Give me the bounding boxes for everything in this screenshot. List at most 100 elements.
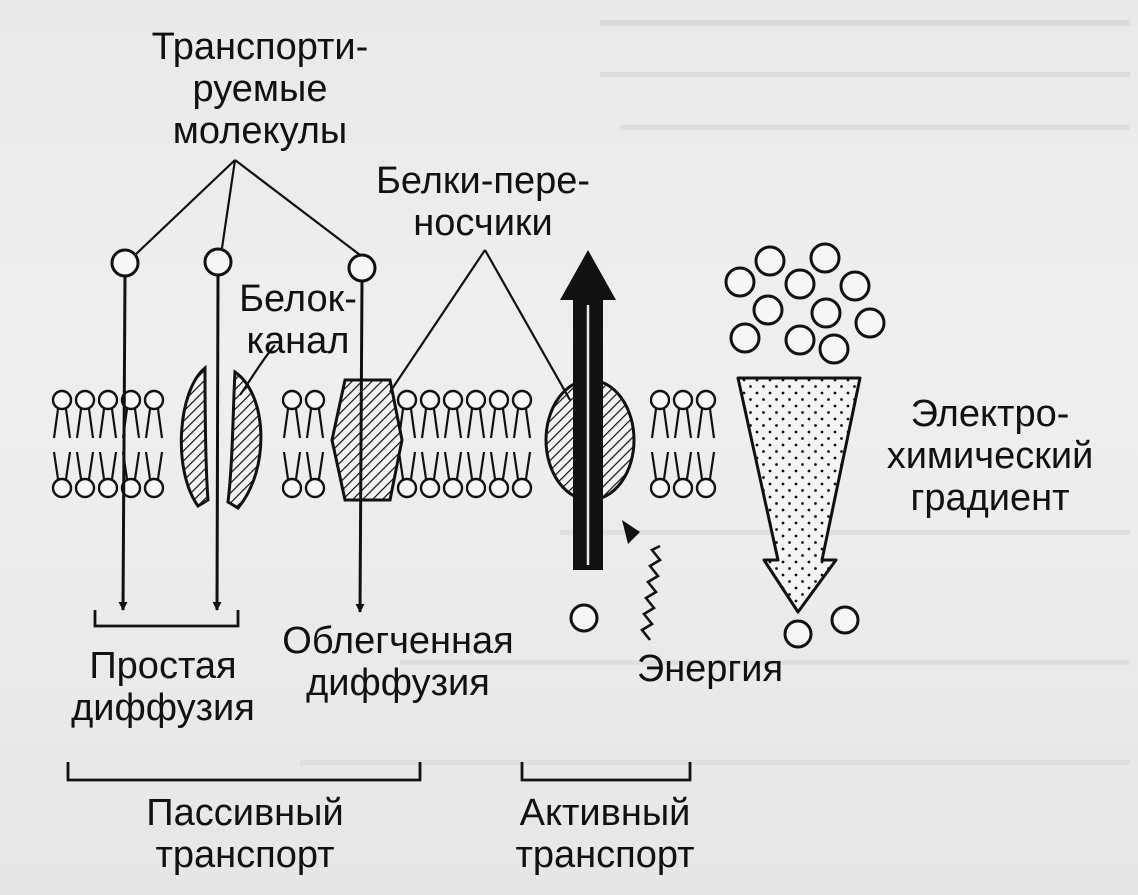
lipid-tail-top [420,408,440,439]
lipid-head-top [51,389,73,411]
lipid-tail-bottom [696,451,716,480]
lipid-tail-top [443,408,463,439]
lipid-tail-top [489,408,509,439]
lipid-tail-top [650,408,670,439]
passive-transport-bracket [66,762,422,782]
lipid-tail-top [144,408,164,439]
lipid-head-bottom [396,477,418,499]
energy-label: Энергия [625,648,795,690]
simple-diffusion-label: Простая диффузия [58,645,268,729]
lipid-tail-top [696,408,716,439]
lipid-tail-bottom [443,451,463,480]
energy-arrow-head [622,520,640,544]
carriers-line-1: Белки-пере- [375,160,591,202]
lipid-head-top [419,389,441,411]
molecule-simple-1 [110,248,140,278]
active-line-1: Активный [519,792,691,834]
gradient-molecule-cluster [724,242,886,365]
lipid-tail-bottom [512,451,532,480]
lipid-head-top [488,389,510,411]
molecule-simple-2 [203,247,233,277]
lipid-head-bottom [74,477,96,499]
carrier-leader-lines [389,249,571,401]
lipid-head-bottom [465,477,487,499]
lipid-head-bottom [281,477,303,499]
lipid-tail-top [673,408,693,439]
simple-line-2: диффузия [71,687,255,729]
carrier-protein-facilitated [330,378,404,502]
lipid-head-top [396,389,418,411]
gradient-molecule-out-1 [783,619,813,649]
active-transport-label: Активный транспорт [500,792,710,876]
active-transport-bracket [520,762,692,782]
molecule-active [569,603,599,633]
brackets [66,610,692,782]
lipid-head-bottom [97,477,119,499]
simple-diffusion-arrow-2 [212,274,222,611]
lipid-tail-bottom [397,451,417,480]
lipid-head-top [672,389,694,411]
lipid-tail-top [75,408,95,439]
lipid-tail-top [512,408,532,439]
lipid-tail-top [98,408,118,439]
lipid-tail-top [466,408,486,439]
carriers-line-2: носчики [413,202,553,244]
facilitated-diffusion-arrow [355,280,365,613]
lipid-head-bottom [695,477,717,499]
lipid-head-bottom [672,477,694,499]
lipid-tail-bottom [673,451,693,480]
gradient-line-3: градиент [910,477,1070,519]
passive-line-2: транспорт [155,834,335,876]
lipid-head-bottom [649,477,671,499]
lipid-tail-top [282,408,302,439]
bleed-through-texture [300,20,1130,765]
lipid-bilayer [51,389,717,499]
lipid-head-bottom [143,477,165,499]
lipid-head-bottom [419,477,441,499]
channel-line-1: Белок- [239,278,357,320]
diffusion-arrows [118,274,365,613]
carrier-proteins-label: Белки-пере- носчики [368,160,598,244]
lipid-tail-bottom [75,451,95,480]
transported-molecules-label: Транспорти- руемые молекулы [150,26,370,152]
channel-protein-label: Белок- канал [228,278,368,362]
lipid-tail-bottom [420,451,440,480]
gradient-molecule-out-2 [830,605,860,635]
lipid-head-bottom [120,477,142,499]
lipid-head-bottom [488,477,510,499]
simple-diffusion-bracket [93,610,240,628]
transported-line-1: Транспорти- [151,26,369,68]
lipid-head-top [97,389,119,411]
lipid-head-top [74,389,96,411]
transported-line-3: молекулы [172,110,348,152]
passive-transport-label: Пассивный транспорт [125,792,365,876]
channel-line-2: канал [246,320,350,362]
lipid-head-top [442,389,464,411]
lipid-head-top [120,389,142,411]
gradient-line-1: Электро- [910,393,1070,435]
lipid-tail-bottom [282,451,302,480]
lipid-tail-top [52,408,72,439]
lipid-head-bottom [442,477,464,499]
energy-squiggle-arrow [640,544,662,641]
facilitated-line-2: диффузия [306,662,490,704]
molecule-leader-lines [134,159,361,256]
lipid-head-top [695,389,717,411]
lipid-head-bottom [51,477,73,499]
lipid-head-bottom [511,477,533,499]
lipid-head-top [304,389,326,411]
channel-leader-line [239,344,276,396]
lipid-tail-bottom [650,451,670,480]
lipid-tail-bottom [489,451,509,480]
electrochemical-gradient-label: Электро- химический градиент [880,393,1100,519]
lipid-tail-bottom [98,451,118,480]
lipid-head-top [465,389,487,411]
energy-text: Энергия [636,648,784,690]
lipid-head-top [281,389,303,411]
lipid-head-bottom [304,477,326,499]
lipid-tail-bottom [52,451,72,480]
lipid-head-top [511,389,533,411]
lipid-tail-top [305,408,325,439]
channel-protein-left-half [179,364,210,508]
